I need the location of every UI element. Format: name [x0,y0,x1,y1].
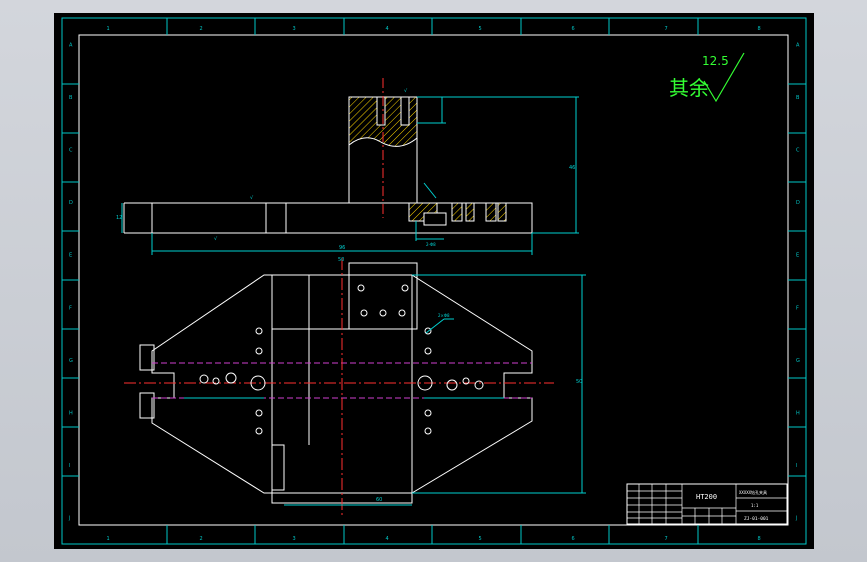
zone-mark-left-F: F [69,305,72,311]
svg-text:96: 96 [339,245,345,251]
zone-mark-top-8: 8 [758,26,761,32]
zone-mark-left-B: B [69,95,73,101]
zone-mark-bottom-6: 6 [572,536,575,542]
svg-text:2×Φ8: 2×Φ8 [438,313,450,318]
zone-mark-right-B: B [796,95,800,101]
top-view: 50 2×Φ8 50 60 [124,257,586,518]
zone-mark-top-6: 6 [572,26,575,32]
zone-mark-bottom-8: 8 [758,536,761,542]
zone-mark-left-E: E [69,253,72,259]
zone-mark-left-H: H [69,411,73,417]
material-label: HT200 [696,493,717,501]
zone-mark-right-G: G [796,358,800,364]
roughness-value: 12.5 [702,54,729,68]
zone-mark-right-J: J [795,516,797,522]
zone-mark-left-C: C [69,148,73,154]
zone-mark-top-2: 2 [200,26,203,32]
zone-mark-top-1: 1 [107,26,110,32]
svg-text:√: √ [214,236,218,242]
svg-text:√: √ [404,88,408,94]
zone-mark-bottom-1: 1 [107,536,110,542]
outer-border [61,17,807,545]
zone-mark-right-D: D [796,200,800,206]
front-view: 46 96 2-Φ8 12 √ √ √ [116,78,579,255]
zone-mark-right-C: C [796,148,800,154]
zone-mark-top-7: 7 [665,26,668,32]
zone-mark-top-5: 5 [479,26,482,32]
zone-mark-bottom-2: 2 [200,536,203,542]
svg-text:50: 50 [338,257,344,263]
zone-mark-left-G: G [69,358,73,364]
zone-mark-bottom-5: 5 [479,536,482,542]
zone-mark-left-A: A [69,42,73,48]
svg-text:60: 60 [376,497,382,503]
zone-mark-left-I: I [69,463,70,469]
scale-label: 1:1 [751,503,759,508]
zone-mark-bottom-7: 7 [665,536,668,542]
title-block: HT200 XXXXX钻孔夹具 1:1 ZJ-01-001 [626,483,788,525]
bolt-holes [199,284,484,435]
zone-mark-right-I: I [796,463,797,469]
zone-mark-bottom-4: 4 [386,536,389,542]
zone-mark-right-A: A [796,42,800,48]
zone-mark-left-J: J [68,516,70,522]
svg-text:√: √ [250,195,254,201]
zone-mark-top-3: 3 [293,26,296,32]
svg-text:46: 46 [569,165,575,171]
roughness-symbol: 其余 12.5 [669,52,745,103]
svg-text:12: 12 [116,215,122,221]
inner-border [78,34,789,526]
zone-mark-top-4: 4 [386,26,389,32]
zone-mark-bottom-3: 3 [293,536,296,542]
svg-text:2-Φ8: 2-Φ8 [426,242,436,247]
zone-mark-right-E: E [796,253,799,259]
drawing-name: XXXXX钻孔夹具 [739,489,767,495]
drawing-number: ZJ-01-001 [744,516,769,522]
zone-mark-right-H: H [796,411,800,417]
zone-ticks [62,18,806,544]
zone-mark-left-D: D [69,200,73,206]
roughness-prefix: 其余 [669,76,709,100]
svg-text:50: 50 [576,379,582,385]
zone-mark-right-F: F [796,305,799,311]
